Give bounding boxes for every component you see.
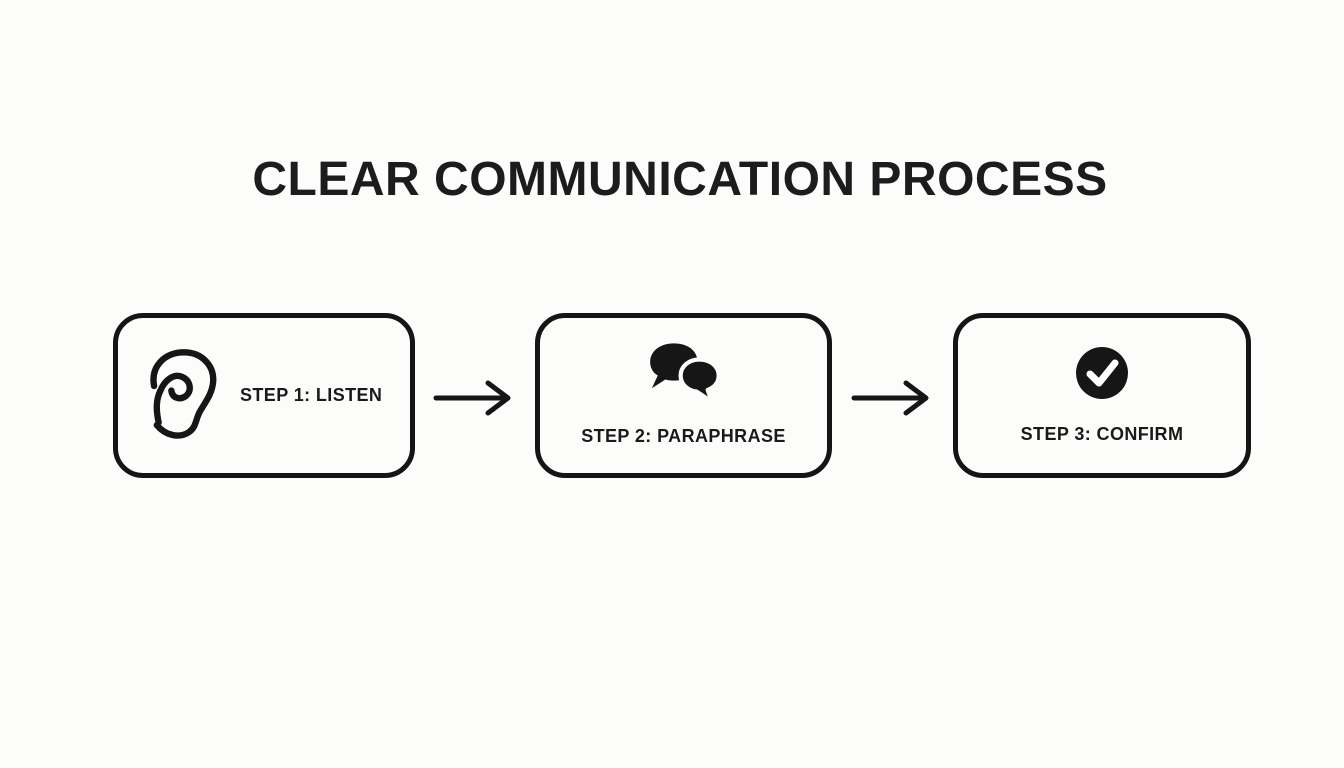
ear-icon	[144, 346, 226, 446]
arrow-right-icon	[850, 376, 934, 420]
step-1-label: STEP 1: LISTEN	[240, 385, 383, 405]
step-2-label: STEP 2: PARAPHRASE	[581, 426, 786, 446]
step-2-box: STEP 2: PARAPHRASE	[535, 313, 832, 478]
step-3-box: STEP 3: CONFIRM	[953, 313, 1251, 478]
checkmark-circle-icon	[1075, 346, 1129, 400]
step-1-box: STEP 1: LISTEN	[113, 313, 415, 478]
step-3-label: STEP 3: CONFIRM	[1020, 424, 1184, 444]
speech-bubbles-icon	[643, 340, 725, 406]
diagram-title: CLEAR COMMUNICATION PROCESS	[252, 153, 1108, 206]
arrow-right-icon	[432, 376, 516, 420]
